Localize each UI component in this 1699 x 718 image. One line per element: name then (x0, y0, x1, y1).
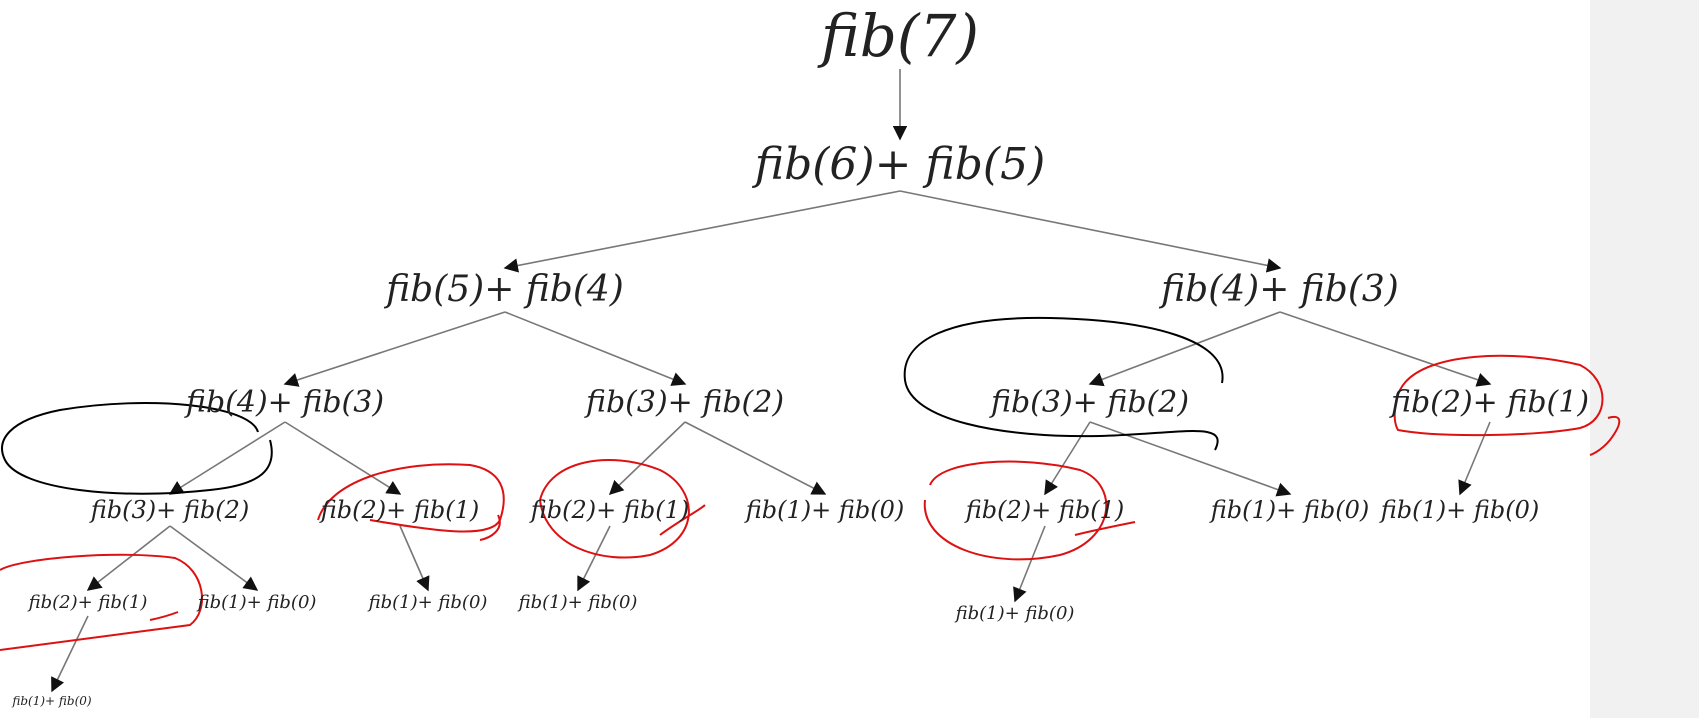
red-circle-annotation (1393, 354, 1621, 456)
black-circle-annotation (1, 402, 273, 495)
tree-node: fib(1)+ fib(0) (1210, 496, 1370, 524)
tree-node: fib(1)+ fib(0) (518, 592, 638, 613)
tree-edge-arrow (503, 190, 901, 273)
red-circle-annotation (0, 553, 203, 651)
tree-node: fib(3)+ fib(2) (990, 385, 1190, 420)
tree-node: fib(1)+ fib(0) (12, 694, 92, 708)
tree-edge-arrow (399, 525, 430, 592)
tree-node: fib(6)+ fib(5) (754, 139, 1046, 190)
tree-node: fib(1)+ fib(0) (368, 592, 488, 613)
tree-edge-arrow (1279, 311, 1492, 387)
tree-node: fib(4)+ fib(3) (1161, 269, 1399, 310)
edges-layer (51, 69, 1492, 693)
tree-edge-arrow (284, 421, 402, 495)
black-circle-annotation (903, 316, 1224, 451)
annotation-layer (0, 316, 1621, 651)
tree-node: fib(2)+ fib(1) (320, 496, 480, 524)
tree-edge-arrow (608, 421, 686, 495)
tree-edge-arrow (684, 421, 827, 495)
tree-edge-arrow (283, 311, 506, 387)
tree-edge-arrow (577, 525, 611, 592)
tree-node: fib(1)+ fib(0) (1380, 496, 1540, 524)
tree-node: fib(1)+ fib(0) (197, 592, 317, 613)
tree-edge-arrow (1089, 421, 1292, 497)
tree-node: fib(1)+ fib(0) (955, 603, 1075, 624)
red-circle-annotation (317, 463, 505, 541)
tree-edge-arrow (1088, 311, 1281, 387)
tree-edge-arrow (1044, 421, 1091, 496)
tree-node: fib(1)+ fib(0) (745, 496, 905, 524)
tree-node: fib(3)+ fib(2) (585, 385, 785, 420)
tree-node: fib(3)+ fib(2) (90, 496, 250, 524)
tree-edge-arrow (169, 525, 259, 591)
tree-edge-arrow (51, 615, 89, 693)
red-circle-annotation (923, 460, 1136, 561)
tree-node: fib(2)+ fib(1) (965, 496, 1125, 524)
tree-node: fib(4)+ fib(3) (185, 385, 385, 420)
background-strip (1590, 0, 1699, 718)
red-circle-annotation (539, 459, 706, 559)
tree-edge-arrow (504, 311, 687, 386)
tree-node: fib(2)+ fib(1) (28, 592, 148, 613)
tree-edge-arrow (899, 190, 1282, 273)
tree-node: fib(2)+ fib(1) (530, 496, 690, 524)
tree-edge-arrow (86, 525, 171, 591)
tree-node: fib(2)+ fib(1) (1390, 385, 1590, 420)
tree-node-fib7: fib(7) (821, 2, 979, 70)
tree-edge-arrow (1013, 525, 1046, 603)
tree-edge-arrow (1458, 421, 1491, 496)
tree-edge-arrow (168, 421, 286, 495)
tree-node: fib(5)+ fib(4) (386, 269, 624, 310)
